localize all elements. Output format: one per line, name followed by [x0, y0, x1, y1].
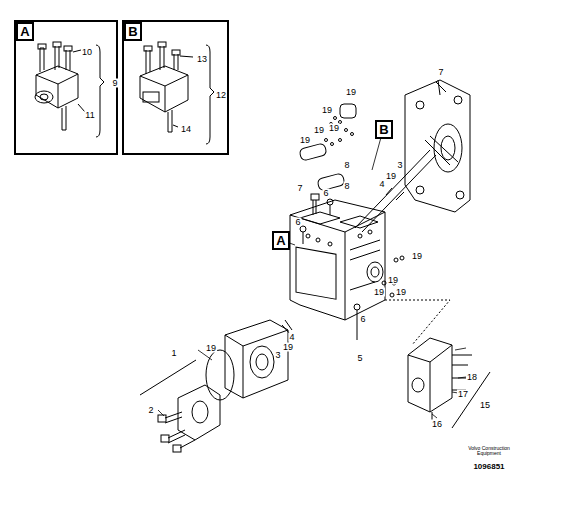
view-letter-box: B — [124, 22, 142, 41]
inset-panel: 13 12 14 B — [122, 20, 229, 155]
callout-number: 5 — [356, 354, 363, 363]
studs — [282, 194, 404, 340]
inset-b-valve — [140, 42, 214, 144]
callout-number: 1 — [170, 349, 177, 358]
callout-number: 12 — [215, 91, 227, 100]
callout-number: 19 — [321, 106, 333, 115]
callout-number: 19 — [395, 288, 407, 297]
inset-panel: 10 11 9 A — [14, 20, 118, 155]
view-letter: A — [276, 234, 285, 247]
callout-number: 15 — [479, 401, 491, 410]
callout-number: 6 — [294, 218, 301, 227]
gaskets — [299, 104, 356, 191]
callout-number: 17 — [457, 390, 469, 399]
inset-a-valve — [35, 42, 104, 137]
callout-number: 8 — [343, 182, 350, 191]
callout-number: 19 — [282, 343, 294, 352]
view-letter-box: A — [16, 22, 34, 41]
callout-number: 8 — [343, 161, 350, 170]
main-housing — [290, 200, 385, 320]
callout-number: 3 — [274, 351, 281, 360]
callout-number: 19 — [345, 88, 357, 97]
view-letter: B — [379, 123, 388, 136]
charge-pump — [158, 385, 220, 452]
callout-number: 3 — [396, 161, 403, 170]
callout-number: 7 — [296, 184, 303, 193]
callout-number: 6 — [359, 315, 366, 324]
shaft-and-cover — [355, 80, 470, 232]
callout-number: 19 — [373, 288, 385, 297]
control-valve — [408, 338, 472, 420]
callout-number: 19 — [387, 276, 399, 285]
callout-number: 19 — [299, 136, 311, 145]
front-cover — [225, 320, 288, 398]
callout-number: 19 — [328, 124, 340, 133]
drawing-note: Volvo Construction Equipment — [463, 446, 515, 456]
callout-number: 14 — [180, 125, 192, 134]
view-letter: A — [20, 25, 29, 38]
alignment-line — [385, 300, 450, 345]
drawing-note: 1096851 — [472, 463, 505, 471]
callout-number: 9 — [111, 79, 118, 88]
view-letter: B — [128, 25, 137, 38]
view-letter-box: A — [272, 231, 290, 250]
callout-number: 18 — [466, 373, 478, 382]
callout-number: 19 — [313, 126, 325, 135]
callout-number: 4 — [288, 333, 295, 342]
callout-number: 13 — [196, 55, 208, 64]
callout-number: 4 — [378, 180, 385, 189]
callout-number: 19 — [411, 252, 423, 261]
callout-number: 7 — [437, 68, 444, 77]
o-ring — [206, 350, 234, 400]
callout-number: 6 — [322, 189, 329, 198]
callout-number: 16 — [431, 420, 443, 429]
callout-number: 19 — [205, 344, 217, 353]
view-letter-box: B — [375, 120, 393, 139]
callout-number: 19 — [385, 172, 397, 181]
callout-number: 2 — [147, 406, 154, 415]
bracket — [140, 360, 196, 395]
callout-number: 11 — [84, 111, 95, 120]
leader-lines — [158, 130, 466, 418]
callout-number: 10 — [81, 48, 93, 57]
